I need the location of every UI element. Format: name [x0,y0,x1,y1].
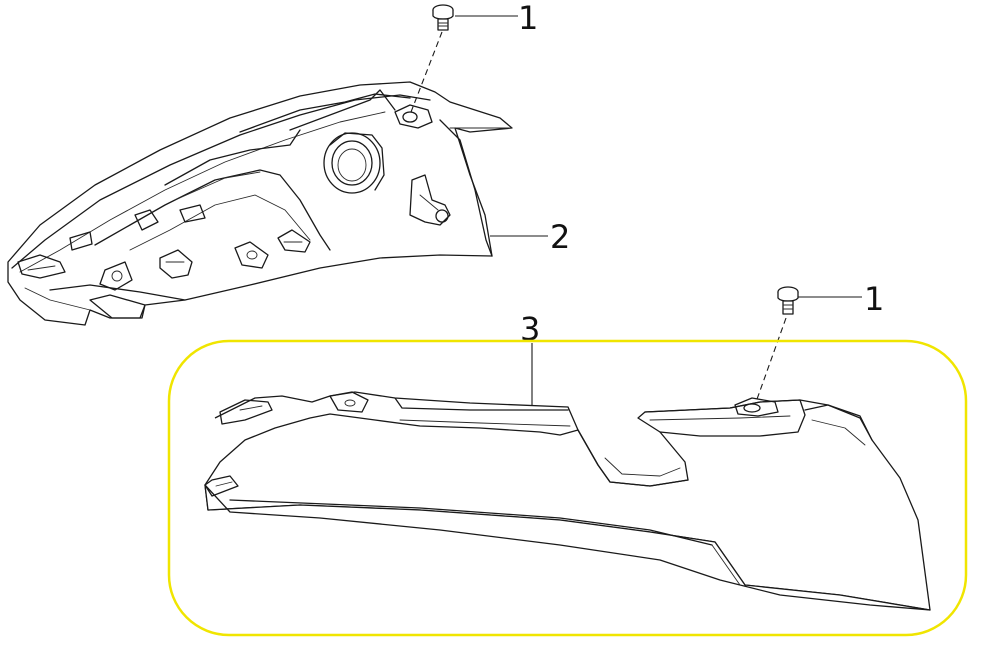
upper-panel[interactable] [7,81,513,326]
assembly-line-right [755,317,787,403]
screw-top[interactable] [432,4,454,31]
lower-cover[interactable] [204,391,931,611]
callout-lower-cover: 3 [520,310,540,348]
callout-screw-right: 1 [864,280,884,318]
callout-screw-top: 1 [518,0,538,37]
callout-upper-panel: 2 [550,218,570,256]
screw-right[interactable] [777,286,799,315]
assembly-line-top [410,31,443,113]
highlight-frame [167,339,968,637]
